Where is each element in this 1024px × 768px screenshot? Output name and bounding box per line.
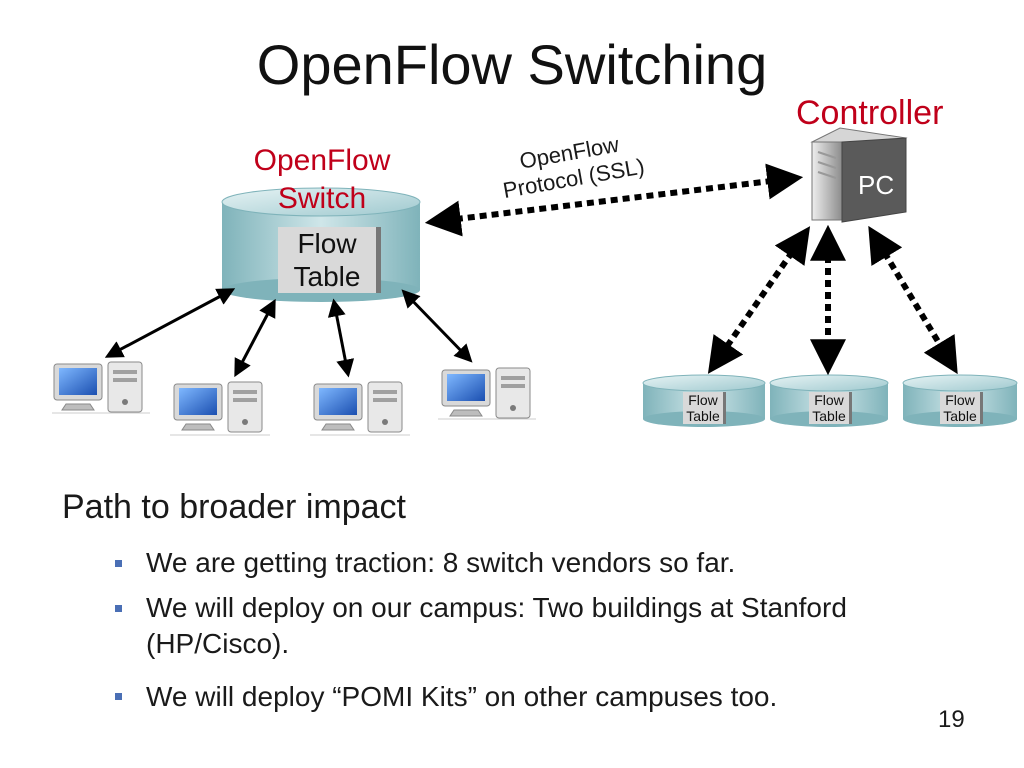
desktop-computer-icon — [170, 381, 270, 436]
flow-table-line: Flow — [688, 392, 718, 408]
bullet-item: We are getting traction: 8 switch vendor… — [146, 547, 736, 578]
flow-table-line: Table — [686, 408, 720, 424]
flow-table-line: Flow — [297, 228, 357, 259]
controller-label: Controller — [796, 94, 944, 132]
pc-label: PC — [858, 170, 895, 200]
switch-label-line: Switch — [277, 182, 367, 215]
host-link — [104, 288, 236, 358]
host-link — [401, 289, 473, 363]
controller-link — [707, 226, 811, 374]
slide-title: OpenFlow Switching — [256, 33, 768, 96]
small-flow-table: Flow Table — [683, 392, 726, 424]
host-link — [234, 298, 276, 378]
controller-link — [868, 225, 958, 375]
small-flow-table: Flow Table — [809, 392, 852, 424]
intro-heading: Path to broader impact — [62, 488, 406, 526]
switch-label-line: OpenFlow — [253, 144, 391, 177]
flow-table: Flow Table — [278, 227, 381, 293]
switch-label: OpenFlow Switch — [232, 142, 412, 218]
flow-table-line: Flow — [945, 392, 975, 408]
flow-table-line: Table — [293, 261, 361, 292]
desktop-computer-icon — [438, 367, 536, 420]
flow-table-line: Table — [943, 408, 977, 424]
flow-table-line: Table — [812, 408, 846, 424]
small-switch-cylinder — [769, 374, 889, 427]
ssl-link — [424, 163, 804, 237]
desktop-computer-icon — [310, 381, 410, 436]
bullet-item: We will deploy on our campus: Two buildi… — [146, 592, 847, 659]
bullet-marker — [115, 560, 122, 567]
desktop-computer-icon — [52, 361, 150, 414]
server-tower-icon — [810, 127, 908, 223]
bullet-marker — [115, 693, 122, 700]
page-number: 19 — [938, 706, 965, 733]
host-link — [327, 298, 355, 378]
bullet-marker — [115, 605, 122, 612]
flow-table-line: Flow — [814, 392, 844, 408]
small-flow-table: Flow Table — [940, 392, 983, 424]
small-switch-cylinder — [642, 374, 766, 427]
bullet-item: We will deploy “POMI Kits” on other camp… — [146, 681, 778, 712]
